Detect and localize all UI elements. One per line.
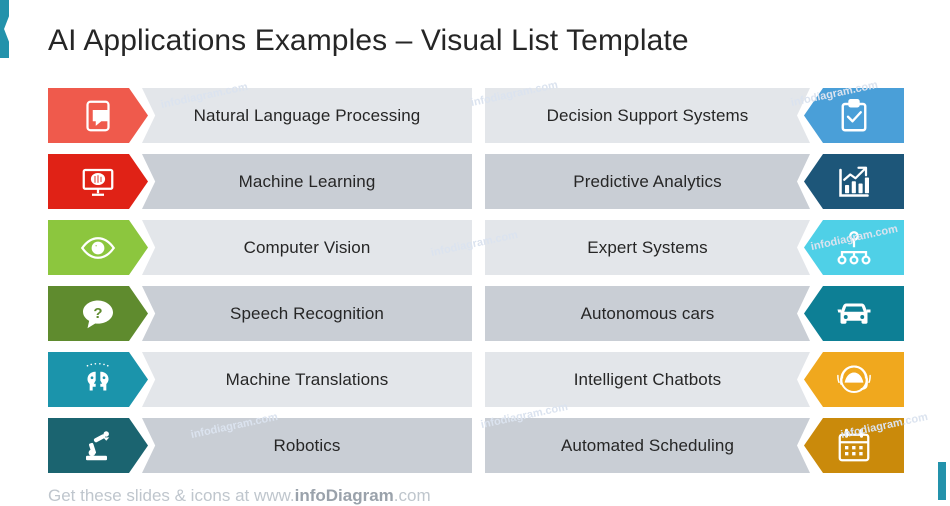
page-title: AI Applications Examples – Visual List T…: [48, 24, 689, 58]
two-heads-icon: [48, 352, 148, 407]
headset-agent-icon: [804, 352, 904, 407]
monitor-brain-icon: [48, 154, 148, 209]
list-item-bar: Predictive Analytics: [485, 154, 810, 209]
list-row: Machine Learning Predictive Analytics: [0, 154, 950, 209]
list-item-label: Intelligent Chatbots: [573, 369, 722, 389]
list-item-bar: Expert Systems: [485, 220, 810, 275]
robot-arm-icon: [48, 418, 148, 473]
list-item-label: Decision Support Systems: [546, 105, 749, 125]
list-item-bar: Machine Translations: [142, 352, 472, 407]
list-item[interactable]: Machine Translations: [48, 352, 472, 407]
list-item[interactable]: Predictive Analytics: [485, 154, 904, 209]
list-item-label: Speech Recognition: [230, 303, 384, 323]
list-row: Machine Translations Intelligent Chatbots: [0, 352, 950, 407]
list-item-label: Machine Learning: [238, 171, 376, 191]
eye-icon: [48, 220, 148, 275]
corner-accent-bar: [938, 462, 946, 500]
list-item-bar: Decision Support Systems: [485, 88, 810, 143]
list-item-label: Natural Language Processing: [193, 105, 421, 125]
list-item-bar: Robotics: [142, 418, 472, 473]
list-item-label: Computer Vision: [243, 237, 371, 257]
list-item[interactable]: ? Speech Recognition: [48, 286, 472, 341]
bar-chart-growth-icon: [804, 154, 904, 209]
list-item-label: Robotics: [273, 435, 341, 455]
svg-text:?: ?: [93, 304, 102, 321]
list-item[interactable]: Intelligent Chatbots: [485, 352, 904, 407]
list-row: ? Speech Recognition Autonomous cars: [0, 286, 950, 341]
smartphone-chat-icon: [48, 88, 148, 143]
list-row: Natural Language Processing Decision Supp…: [0, 88, 950, 143]
list-item-bar: Natural Language Processing: [142, 88, 472, 143]
list-item[interactable]: Decision Support Systems: [485, 88, 904, 143]
hierarchy-icon: [804, 220, 904, 275]
footer-prefix: Get these slides & icons at www.: [48, 486, 295, 505]
list-item-label: Autonomous cars: [580, 303, 715, 323]
footer-brand: infoDiagram: [294, 486, 394, 505]
list-item[interactable]: Robotics: [48, 418, 472, 473]
list-item-label: Machine Translations: [225, 369, 389, 389]
car-front-icon: [804, 286, 904, 341]
list-item-bar: Autonomous cars: [485, 286, 810, 341]
list-row: Computer Vision Expert Systems: [0, 220, 950, 275]
clipboard-check-icon: [804, 88, 904, 143]
list-item[interactable]: Automated Scheduling: [485, 418, 904, 473]
list-item-bar: Machine Learning: [142, 154, 472, 209]
list-item[interactable]: Computer Vision: [48, 220, 472, 275]
list-row: Robotics Automated Scheduling: [0, 418, 950, 473]
list-item-label: Expert Systems: [587, 237, 708, 257]
speech-bubble-question-icon: ?: [48, 286, 148, 341]
calendar-icon: [804, 418, 904, 473]
list-item-bar: Computer Vision: [142, 220, 472, 275]
list-item-bar: Automated Scheduling: [485, 418, 810, 473]
list-item-label: Automated Scheduling: [560, 435, 735, 455]
visual-list-board: Natural Language Processing Decision Supp…: [0, 88, 950, 484]
footer-suffix: .com: [393, 486, 431, 505]
list-item[interactable]: Natural Language Processing: [48, 88, 472, 143]
title-accent-bar: [0, 0, 9, 58]
list-item-bar: Speech Recognition: [142, 286, 472, 341]
footer-credit: Get these slides & icons at www.infoDiag…: [48, 486, 431, 506]
list-item-bar: Intelligent Chatbots: [485, 352, 810, 407]
list-item-label: Predictive Analytics: [573, 171, 722, 191]
list-item[interactable]: Machine Learning: [48, 154, 472, 209]
list-item[interactable]: Autonomous cars: [485, 286, 904, 341]
list-item[interactable]: Expert Systems: [485, 220, 904, 275]
